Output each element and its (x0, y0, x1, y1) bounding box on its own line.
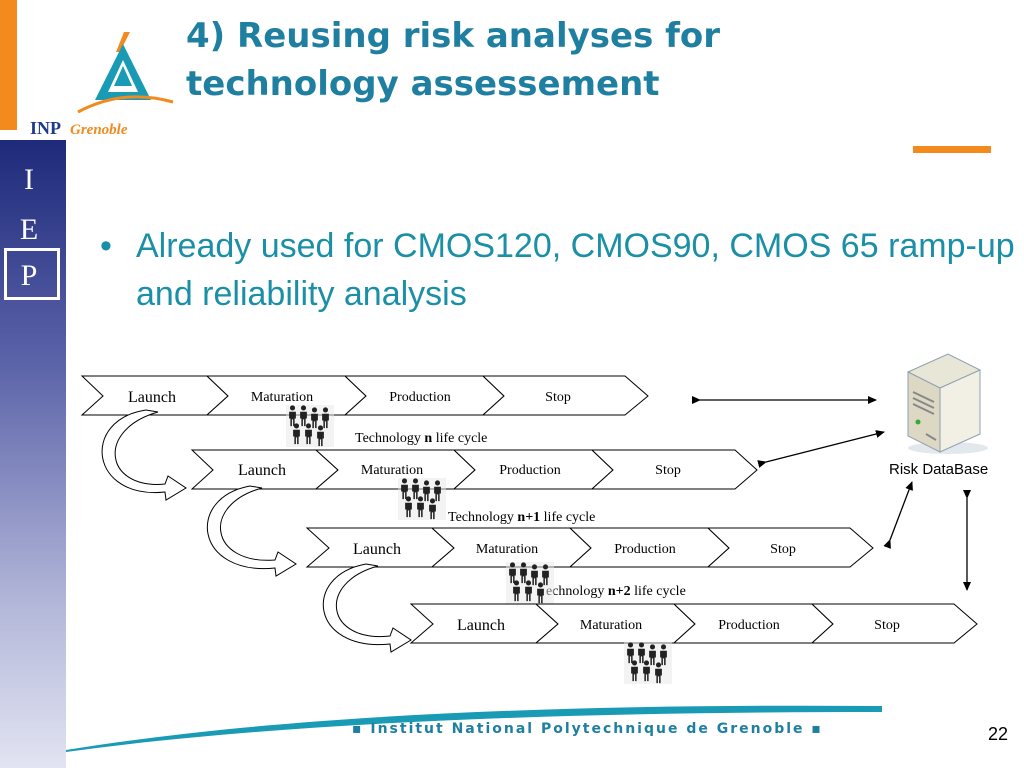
logo-grenoble-text: Grenoble (70, 122, 128, 138)
db-link-arrow (883, 481, 913, 549)
stage-production-label: Production (499, 463, 560, 478)
stage-production-label: Production (389, 390, 450, 405)
stage-maturation-label: Maturation (251, 390, 313, 405)
row-caption: Technology n life cycle (355, 431, 487, 446)
stage-stop-label: Stop (874, 618, 900, 633)
people-group-icon (624, 642, 672, 684)
curved-arrow-icon (322, 563, 412, 653)
bullet-dot: • (100, 227, 112, 265)
title-underline (913, 146, 991, 153)
logo-inp-text: INP (30, 118, 61, 138)
server-icon (906, 353, 988, 454)
sidebar-letter-p: P (20, 259, 38, 292)
bullet-text: Already used for CMOS120, CMOS90, CMOS 6… (136, 227, 1015, 313)
row-caption: Technology n+1 life cycle (448, 510, 595, 525)
title-line-1: 4) Reusing risk analyses for (186, 16, 721, 56)
stage-maturation-label: Maturation (580, 618, 642, 633)
orange-accent-bar (0, 0, 17, 130)
stage-production-label: Production (718, 618, 779, 633)
sidebar-letter-box (4, 248, 60, 300)
stage-stop (810, 603, 978, 644)
footer-institution: ▪ Institut National Polytechnique de Gre… (352, 721, 823, 737)
page-title: 4) Reusing risk analyses for technology … (186, 12, 986, 108)
lifecycle-row-n-plus-1: Launch Maturation Production Stop Techno… (190, 449, 758, 525)
stage-launch-label: Launch (238, 462, 286, 479)
sidebar-gradient (0, 140, 66, 768)
curved-arrow-icon (101, 409, 187, 501)
sidebar-letter-e: E (19, 213, 39, 246)
footer-swoosh (66, 705, 882, 752)
inp-grenoble-logo: INP Grenoble (30, 32, 174, 138)
stage-stop (590, 449, 758, 490)
stage-stop-label: Stop (545, 390, 571, 405)
people-group-icon (506, 562, 554, 604)
sidebar-letter-i: I (24, 163, 34, 196)
stage-launch-label: Launch (457, 617, 505, 634)
title-line-2: technology assessement (186, 64, 660, 104)
stage-launch-label: Launch (353, 541, 401, 558)
lifecycle-row-n-plus-2: Launch Maturation Production Stop echnol… (305, 527, 874, 604)
curved-arrow-icon (206, 485, 297, 577)
page-number: 22 (988, 724, 1009, 744)
people-group-icon (398, 478, 446, 520)
stage-maturation-label: Maturation (361, 463, 423, 478)
stage-production-label: Production (614, 542, 675, 557)
lifecycle-row-n-plus-3: Launch Maturation Production Stop (409, 603, 978, 684)
people-group-icon (286, 405, 334, 447)
stage-maturation-label: Maturation (476, 542, 538, 557)
stage-stop-label: Stop (655, 463, 681, 478)
risk-database-label: Risk DataBase (889, 461, 989, 478)
logo-flame-icon (116, 32, 130, 52)
row-caption: echnology n+2 life cycle (546, 584, 686, 599)
stage-stop-label: Stop (770, 542, 796, 557)
stage-launch-label: Launch (128, 389, 176, 406)
lifecycle-row-n: Launch Maturation Production Stop Techno… (80, 375, 649, 447)
stage-stop (481, 375, 649, 416)
stage-stop (706, 527, 874, 568)
transition-arrows (101, 409, 412, 653)
db-link-arrow (757, 430, 885, 468)
